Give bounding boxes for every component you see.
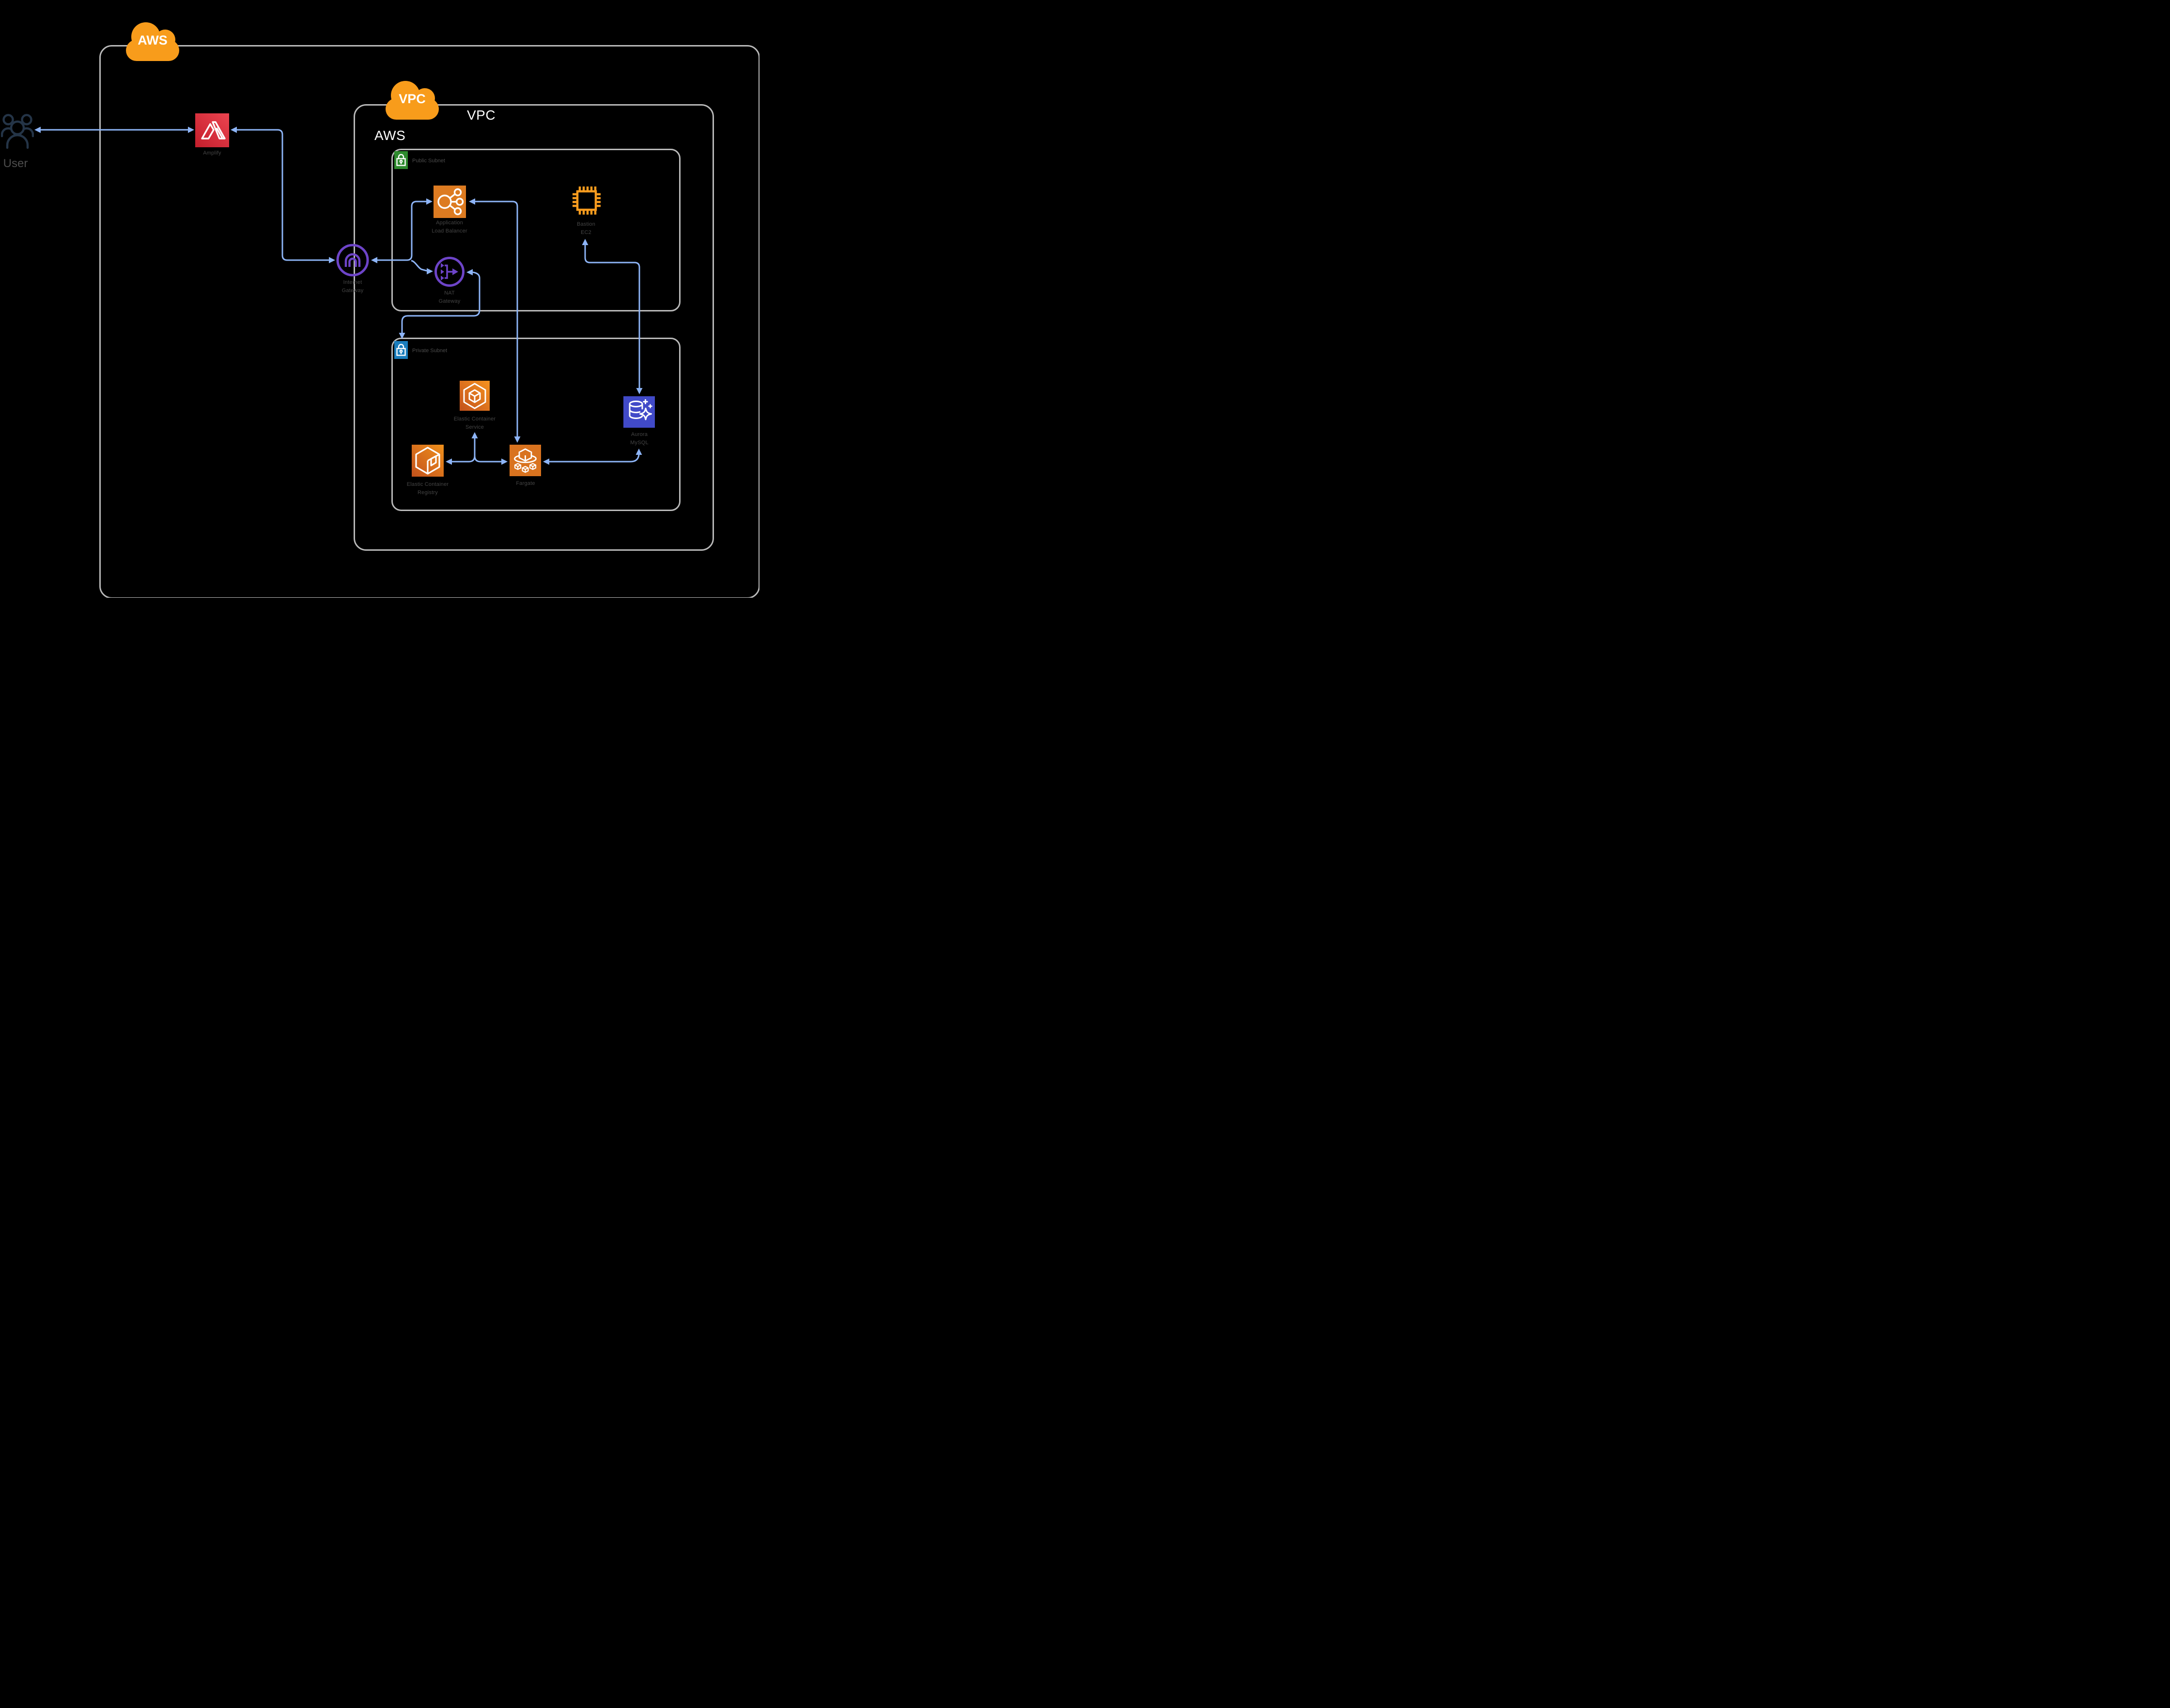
aurora-mysql-icon[interactable] bbox=[623, 396, 655, 428]
amplify-glyph bbox=[201, 121, 226, 140]
alb-glyph bbox=[437, 188, 464, 216]
alb-icon[interactable] bbox=[434, 186, 466, 218]
internet-gateway-caption: Internet Gateway bbox=[314, 279, 391, 295]
aurora-glyph bbox=[629, 399, 652, 420]
ecr-icon[interactable] bbox=[412, 445, 444, 477]
nat-gateway-caption-line1: NAT bbox=[444, 290, 455, 296]
alb-caption-line2: Load Balancer bbox=[432, 228, 467, 234]
ecs-caption-line1: Elastic Container bbox=[453, 416, 496, 422]
user-label: User bbox=[3, 157, 28, 170]
private-subnet-boundary[interactable] bbox=[391, 338, 681, 511]
arrowhead-into-private-subnet bbox=[399, 333, 405, 339]
public-subnet-label: Public Subnet bbox=[412, 158, 445, 164]
public-subnet-boundary[interactable] bbox=[391, 149, 681, 311]
arrowhead-into-bastion bbox=[582, 239, 589, 245]
ecr-glyph bbox=[415, 447, 440, 475]
connector-layer bbox=[34, 126, 643, 465]
arrowhead-into-user bbox=[34, 126, 41, 133]
arrowhead-into-aurora-bottom bbox=[636, 449, 642, 455]
internet-gateway-caption-line2: Gateway bbox=[341, 288, 364, 294]
public-subnet-lock-icon bbox=[394, 151, 408, 169]
ecs-caption-line2: Service bbox=[465, 424, 484, 430]
vpc-cloud-label: VPC bbox=[399, 92, 426, 106]
ecs-glyph bbox=[463, 383, 486, 409]
amplify-icon[interactable] bbox=[195, 113, 229, 147]
bastion-ec2-caption: Bastion EC2 bbox=[547, 220, 625, 237]
vpc-title: VPC bbox=[467, 108, 496, 123]
edge-bastion-aurora bbox=[584, 245, 640, 388]
fargate-caption: Fargate bbox=[516, 481, 535, 486]
nat-gateway-caption-line2: Gateway bbox=[438, 298, 461, 304]
arrowhead-into-fargate-top bbox=[514, 436, 521, 443]
edge-junction-fargate bbox=[474, 455, 501, 463]
arrowhead-into-igw-left bbox=[329, 257, 335, 264]
aurora-caption: Aurora MySQL bbox=[601, 431, 678, 447]
aurora-caption-line2: MySQL bbox=[630, 440, 649, 446]
user-icon[interactable] bbox=[1, 112, 34, 149]
bastion-caption-line2: EC2 bbox=[581, 230, 591, 235]
arrowhead-into-aurora-top bbox=[636, 388, 643, 394]
edge-amplify-igw bbox=[237, 129, 329, 261]
arrowhead-into-amplify-left bbox=[188, 126, 194, 133]
ecs-icon[interactable] bbox=[460, 381, 490, 411]
alb-caption-line1: Application bbox=[435, 220, 463, 226]
alb-caption: Application Load Balancer bbox=[411, 219, 488, 235]
arrowhead-into-nat-right bbox=[466, 269, 473, 276]
arrowhead-into-ecr bbox=[446, 458, 452, 465]
vpc-subtitle-aws: AWS bbox=[374, 128, 406, 143]
private-subnet-lock-icon bbox=[394, 341, 408, 359]
edge-igw-alb bbox=[377, 201, 426, 261]
fargate-glyph bbox=[514, 448, 537, 473]
nat-gateway-icon[interactable] bbox=[434, 256, 465, 287]
vpc-boundary[interactable] bbox=[354, 104, 714, 551]
aws-cloud-boundary[interactable] bbox=[99, 45, 760, 598]
arrowhead-into-fargate-left bbox=[501, 458, 508, 465]
ecr-caption: Elastic Container Registry bbox=[389, 481, 466, 497]
arrowhead-into-amplify-right bbox=[231, 126, 237, 133]
edge-nat-private-subnet bbox=[401, 271, 480, 333]
amplify-caption: Amplify bbox=[203, 150, 221, 156]
internet-gateway-caption-line1: Internet bbox=[343, 279, 362, 285]
ecr-caption-line2: Registry bbox=[418, 490, 438, 496]
edge-fargate-aurora bbox=[549, 454, 640, 463]
nat-gateway-caption: NAT Gateway bbox=[411, 289, 488, 306]
arrowhead-into-fargate-right bbox=[543, 458, 549, 465]
arrowhead-into-alb-right bbox=[469, 198, 475, 205]
bastion-ec2-icon[interactable] bbox=[570, 184, 604, 217]
ecs-caption: Elastic Container Service bbox=[436, 415, 513, 432]
fargate-icon[interactable] bbox=[510, 445, 541, 476]
arrowhead-into-ecs bbox=[471, 432, 478, 438]
bastion-caption-line1: Bastion bbox=[576, 221, 596, 227]
edge-alb-fargate bbox=[475, 201, 518, 436]
aws-cloud-label: AWS bbox=[138, 33, 168, 47]
private-subnet-label: Private Subnet bbox=[412, 348, 448, 354]
ecr-caption-line1: Elastic Container bbox=[406, 481, 449, 487]
aws-cloud-icon[interactable]: AWS bbox=[124, 19, 181, 62]
arrowhead-into-nat-left bbox=[427, 268, 433, 275]
arrowhead-into-alb-left bbox=[426, 198, 433, 205]
edge-igw-nat bbox=[411, 260, 427, 272]
aurora-caption-line1: Aurora bbox=[631, 432, 648, 437]
aws-architecture-diagram: AWS VPC VPC AWS Public Subnet Private Su bbox=[0, 0, 760, 598]
internet-gateway-icon[interactable] bbox=[335, 243, 370, 278]
edge-junction-ecr bbox=[452, 455, 476, 463]
arrowhead-into-igw-right bbox=[371, 257, 377, 264]
vpc-cloud-icon[interactable]: VPC bbox=[384, 78, 440, 121]
